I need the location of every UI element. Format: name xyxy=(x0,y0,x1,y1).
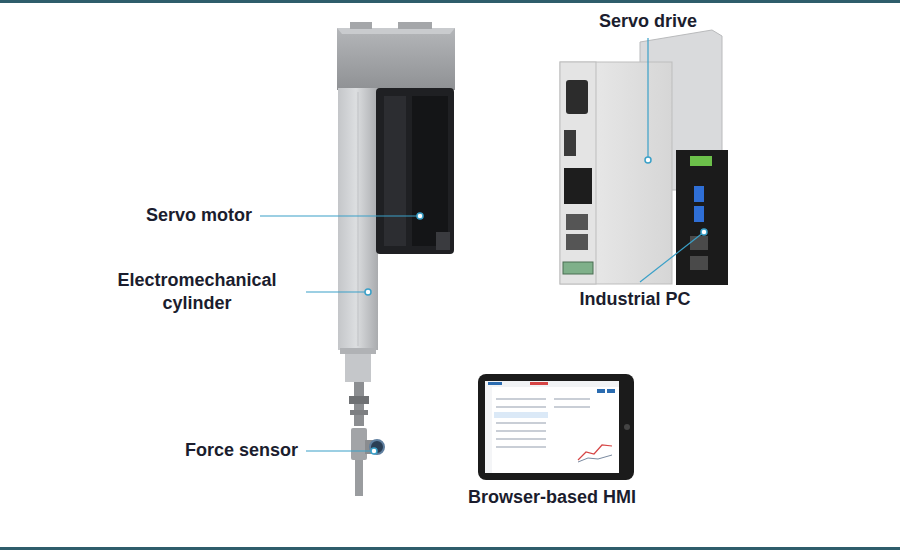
motor-panel xyxy=(412,96,448,246)
screen-row xyxy=(496,406,546,408)
screen-chart xyxy=(578,445,612,460)
part-label: Electromechanical cylinder xyxy=(96,269,298,315)
ethernet-port xyxy=(690,236,708,250)
motor-panel xyxy=(384,96,406,246)
leader-dot xyxy=(371,448,377,454)
part-label: Force sensor xyxy=(100,439,298,462)
leader-line xyxy=(260,215,420,216)
industrial-pc-body xyxy=(676,150,728,285)
servo-motor-body xyxy=(376,88,454,254)
drive-front xyxy=(560,62,596,284)
motor-housing xyxy=(337,28,455,90)
part-label: Servo drive xyxy=(548,10,748,33)
usb-port xyxy=(694,186,704,202)
housing-rib xyxy=(350,22,372,29)
servo-drive-body xyxy=(560,62,672,284)
leader-dot xyxy=(645,157,651,163)
housing-rib xyxy=(398,22,432,29)
cylinder-illustration xyxy=(337,22,455,496)
cylinder-edge xyxy=(358,92,359,346)
sensor-tip xyxy=(355,460,363,496)
screen-toolbar xyxy=(485,381,619,387)
frame-bar xyxy=(0,547,900,550)
cylinder-body xyxy=(338,88,378,350)
screen-row xyxy=(496,438,546,440)
terminal-block xyxy=(564,168,592,204)
leader-lines xyxy=(260,38,704,451)
screen-selected-row xyxy=(494,412,548,418)
screen-row xyxy=(496,422,546,424)
usb-port xyxy=(694,206,704,222)
dsub-connector xyxy=(566,80,588,114)
screen-rows xyxy=(496,398,546,448)
cylinder-nose xyxy=(345,354,371,382)
part-label: Browser-based HMI xyxy=(442,486,662,509)
ethernet-port xyxy=(566,234,588,250)
leader-line xyxy=(306,291,368,292)
rod-nut xyxy=(349,396,369,404)
ethernet-port xyxy=(690,256,708,270)
screen-logo xyxy=(488,382,502,385)
sensor-connector xyxy=(370,440,384,454)
drive-display xyxy=(563,262,593,274)
leader-dot xyxy=(701,229,707,235)
motor-connector xyxy=(436,232,450,250)
force-sensor-body xyxy=(351,428,367,460)
tablet-illustration xyxy=(478,374,634,480)
screen-tab xyxy=(530,382,548,385)
screen-row xyxy=(496,446,546,448)
leader-dot xyxy=(365,289,371,295)
screen-row xyxy=(496,398,546,400)
screen-row xyxy=(554,398,590,400)
leader-line xyxy=(647,38,648,160)
leader-line xyxy=(306,450,374,451)
power-connector xyxy=(690,156,712,166)
screen-chart xyxy=(578,455,612,462)
screen-row xyxy=(496,430,546,432)
tablet-screen xyxy=(485,381,619,473)
leader-line xyxy=(640,232,704,282)
rod-nut xyxy=(350,410,368,415)
ethernet-port xyxy=(566,214,588,230)
tablet-bezel xyxy=(478,374,634,480)
part-label: Servo motor xyxy=(90,204,252,227)
cylinder-flange xyxy=(340,348,376,354)
drive-illustration xyxy=(560,30,728,285)
screen-button xyxy=(597,389,605,393)
connector xyxy=(564,130,576,156)
screen-button xyxy=(607,389,615,393)
home-button xyxy=(624,424,630,430)
screen-sidebar xyxy=(485,387,492,473)
part-label: Industrial PC xyxy=(535,288,735,311)
leader-dot xyxy=(417,213,423,219)
frame-bar xyxy=(0,0,900,3)
screen-row xyxy=(554,406,590,408)
